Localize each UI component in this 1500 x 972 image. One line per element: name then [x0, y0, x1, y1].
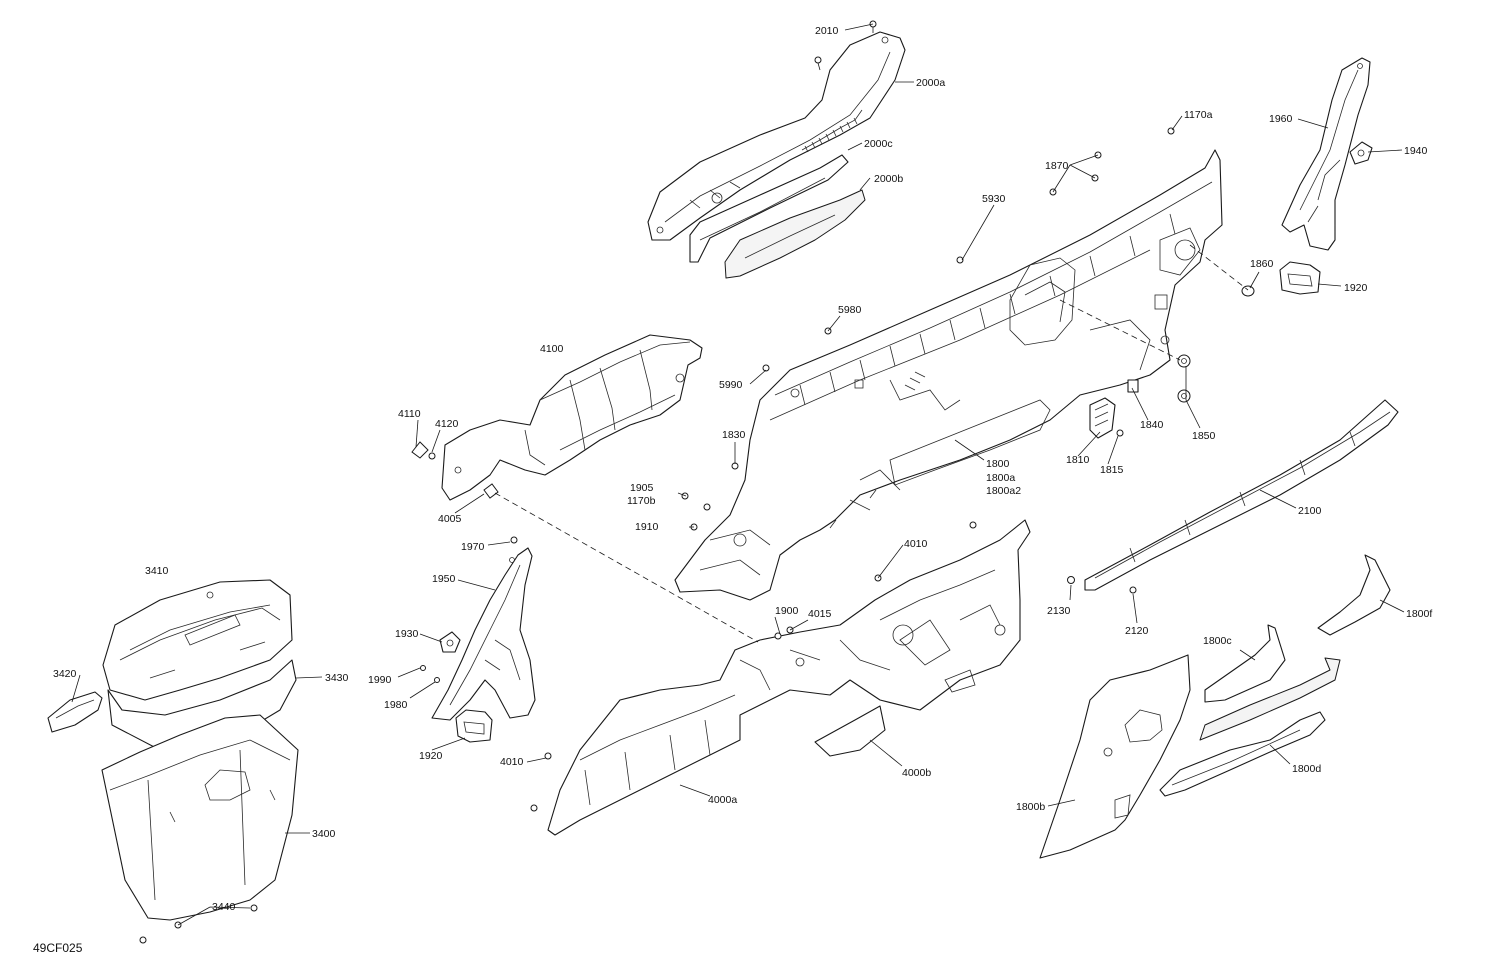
part-2000a-upper-trim-panel[interactable]	[647, 31, 906, 241]
callout-4005: 4005	[438, 513, 462, 525]
callout-2000c: 2000c	[864, 138, 893, 150]
part-4005-clip[interactable]	[483, 483, 499, 499]
part-1980-clip[interactable]	[434, 677, 440, 683]
callout-4015: 4015	[808, 608, 832, 620]
callout-1800f: 1800f	[1406, 608, 1432, 620]
callout-4100: 4100	[540, 343, 564, 355]
part-1850-grommets[interactable]	[1177, 354, 1191, 403]
callout-5980: 5980	[838, 304, 862, 316]
part-1930-bracket[interactable]	[439, 631, 461, 653]
callout-1920-left: 1920	[419, 750, 443, 762]
part-3440-screws[interactable]	[139, 904, 258, 944]
callout-1815: 1815	[1100, 464, 1124, 476]
alignment-line	[494, 492, 759, 643]
alignment-line	[1059, 299, 1181, 361]
part-1950-side-post-trim[interactable]	[431, 547, 536, 721]
callout-1905: 1905	[630, 482, 654, 494]
callout-3440: 3440	[212, 901, 236, 913]
callout-1930: 1930	[395, 628, 419, 640]
part-1960-side-post-trim[interactable]	[1281, 57, 1371, 251]
part-1920-handle-right[interactable]	[1279, 261, 1321, 295]
callout-4000a: 4000a	[708, 794, 737, 806]
callout-1800a2: 1800a2	[986, 485, 1021, 497]
part-1800f-corner-trim[interactable]	[1317, 554, 1391, 636]
part-1800c-trim-strip[interactable]	[1204, 624, 1286, 703]
callout-1860: 1860	[1250, 258, 1274, 270]
part-2000c-seal-strip[interactable]	[689, 154, 849, 263]
callout-1800a: 1800a	[986, 472, 1015, 484]
part-1920-handle-left[interactable]	[455, 709, 493, 743]
part-1940-bracket[interactable]	[1349, 141, 1373, 165]
callout-1850: 1850	[1192, 430, 1216, 442]
callout-1840: 1840	[1140, 419, 1164, 431]
alignment-line	[1189, 244, 1249, 291]
callout-4000b: 4000b	[902, 767, 931, 779]
callout-1960: 1960	[1269, 113, 1293, 125]
callout-3430: 3430	[325, 672, 349, 684]
callout-1170a: 1170a	[1184, 109, 1213, 121]
callout-1980: 1980	[384, 699, 408, 711]
part-1800b-kick-panel[interactable]	[1039, 654, 1191, 859]
callout-2000a: 2000a	[916, 77, 945, 89]
callout-3410: 3410	[145, 565, 169, 577]
callout-2010: 2010	[815, 25, 839, 37]
part-1970-screw[interactable]	[510, 536, 518, 544]
part-2000b-foam-liner[interactable]	[724, 189, 866, 279]
callout-1810: 1810	[1066, 454, 1090, 466]
callout-2100: 2100	[1298, 505, 1322, 517]
part-1840-relay[interactable]	[1127, 379, 1139, 393]
callout-4110: 4110	[398, 408, 421, 420]
callout-3400: 3400	[312, 828, 336, 840]
drawing-code: 49CF025	[33, 941, 83, 955]
part-1990-screw[interactable]	[420, 665, 426, 671]
callout-4010-lower: 4010	[500, 756, 524, 768]
part-1860-grommet[interactable]	[1241, 285, 1255, 297]
callout-2000b: 2000b	[874, 173, 903, 185]
part-2100-lower-rail[interactable]	[1084, 399, 1399, 591]
part-4120-screw[interactable]	[428, 452, 436, 460]
part-1800d-trim-strip[interactable]	[1159, 657, 1341, 797]
callout-1800d: 1800d	[1292, 763, 1321, 775]
callout-1970: 1970	[461, 541, 485, 553]
part-1800-main-dash-frame[interactable]	[674, 149, 1223, 601]
callout-5930: 5930	[982, 193, 1006, 205]
callout-4120: 4120	[435, 418, 459, 430]
part-3400-storage-bin[interactable]	[101, 714, 299, 921]
callout-5990: 5990	[719, 379, 743, 391]
callout-1910: 1910	[635, 521, 659, 533]
part-4000a-lower-dash-panel[interactable]	[547, 519, 1031, 836]
callout-1170b: 1170b	[627, 495, 656, 507]
callout-2130: 2130	[1047, 605, 1071, 617]
callout-1870: 1870	[1045, 160, 1069, 172]
callout-1920-right: 1920	[1344, 282, 1368, 294]
callout-1800c: 1800c	[1203, 635, 1232, 647]
part-3410-bin-lid[interactable]	[102, 579, 293, 701]
callout-1800: 1800	[986, 458, 1010, 470]
leader-lines	[71, 23, 1405, 926]
part-2130-washer[interactable]	[1067, 576, 1075, 584]
callout-4010-upper: 4010	[904, 538, 928, 550]
callout-1900: 1900	[775, 605, 799, 617]
part-3420-latch-handle[interactable]	[47, 691, 103, 733]
part-4000b-cover-plate[interactable]	[814, 705, 886, 757]
callout-1800b: 1800b	[1016, 801, 1045, 813]
callout-1950: 1950	[432, 573, 456, 585]
part-1810-connector-block[interactable]	[1089, 397, 1116, 439]
callout-3420: 3420	[53, 668, 77, 680]
part-4110-clip[interactable]	[411, 441, 429, 459]
part-4100-air-duct[interactable]	[441, 334, 703, 501]
callout-2120: 2120	[1125, 625, 1149, 637]
callout-1990: 1990	[368, 674, 392, 686]
part-2120-screw[interactable]	[1129, 586, 1137, 594]
callout-1830: 1830	[722, 429, 746, 441]
callout-1940: 1940	[1404, 145, 1428, 157]
